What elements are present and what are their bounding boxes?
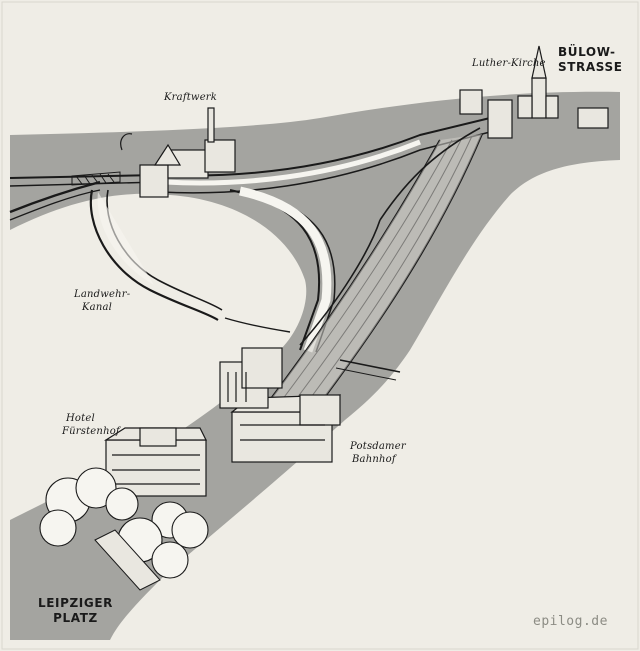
label-buelow-line2: STRASSE bbox=[558, 60, 623, 74]
rail-bridge bbox=[71, 171, 121, 186]
label-kraftwerk: Kraftwerk bbox=[164, 92, 218, 103]
leipziger-square bbox=[94, 529, 161, 591]
label-potsdamer-line2: Bahnhof bbox=[352, 454, 396, 465]
label-buelow-line1: BÜLOW- bbox=[558, 45, 616, 59]
label-luther-kirche: Luther-Kirche bbox=[472, 58, 546, 69]
watermark: epilog.de bbox=[533, 614, 608, 629]
label-landwehr-kanal: Landwehr- Kanal bbox=[74, 288, 130, 314]
viaduct-curve bbox=[229, 186, 336, 353]
label-hotel-fuerstenhof: Hotel Fürstenhof bbox=[62, 412, 120, 438]
trees bbox=[39, 467, 209, 579]
potsdamer-bahnhof-building bbox=[230, 394, 341, 463]
landwehr-canal bbox=[89, 189, 219, 321]
label-hotel-line2: Fürstenhof bbox=[62, 426, 120, 437]
label-hotel-line1: Hotel bbox=[66, 413, 95, 424]
hotel-fuerstenhof-building bbox=[103, 427, 207, 497]
label-buelow-strasse: BÜLOW- STRASSE bbox=[558, 45, 623, 75]
pale-inner-area bbox=[10, 193, 307, 521]
luther-kirche bbox=[517, 45, 559, 119]
label-potsdamer-bahnhof: Potsdamer Bahnhof bbox=[350, 440, 406, 466]
label-leipziger-line1: LEIPZIGER bbox=[38, 596, 113, 610]
label-leipziger-platz: LEIPZIGER PLATZ bbox=[38, 596, 113, 626]
kraftwerk-building bbox=[120, 107, 236, 198]
rail-band bbox=[270, 134, 482, 406]
label-leipziger-line2: PLATZ bbox=[53, 611, 98, 625]
label-landwehr-line1: Landwehr- bbox=[74, 289, 131, 300]
label-landwehr-line2: Kanal bbox=[82, 302, 113, 313]
label-potsdamer-line1: Potsdamer bbox=[350, 441, 406, 452]
warehouse-block bbox=[219, 347, 283, 409]
buelow-buildings bbox=[459, 89, 609, 139]
